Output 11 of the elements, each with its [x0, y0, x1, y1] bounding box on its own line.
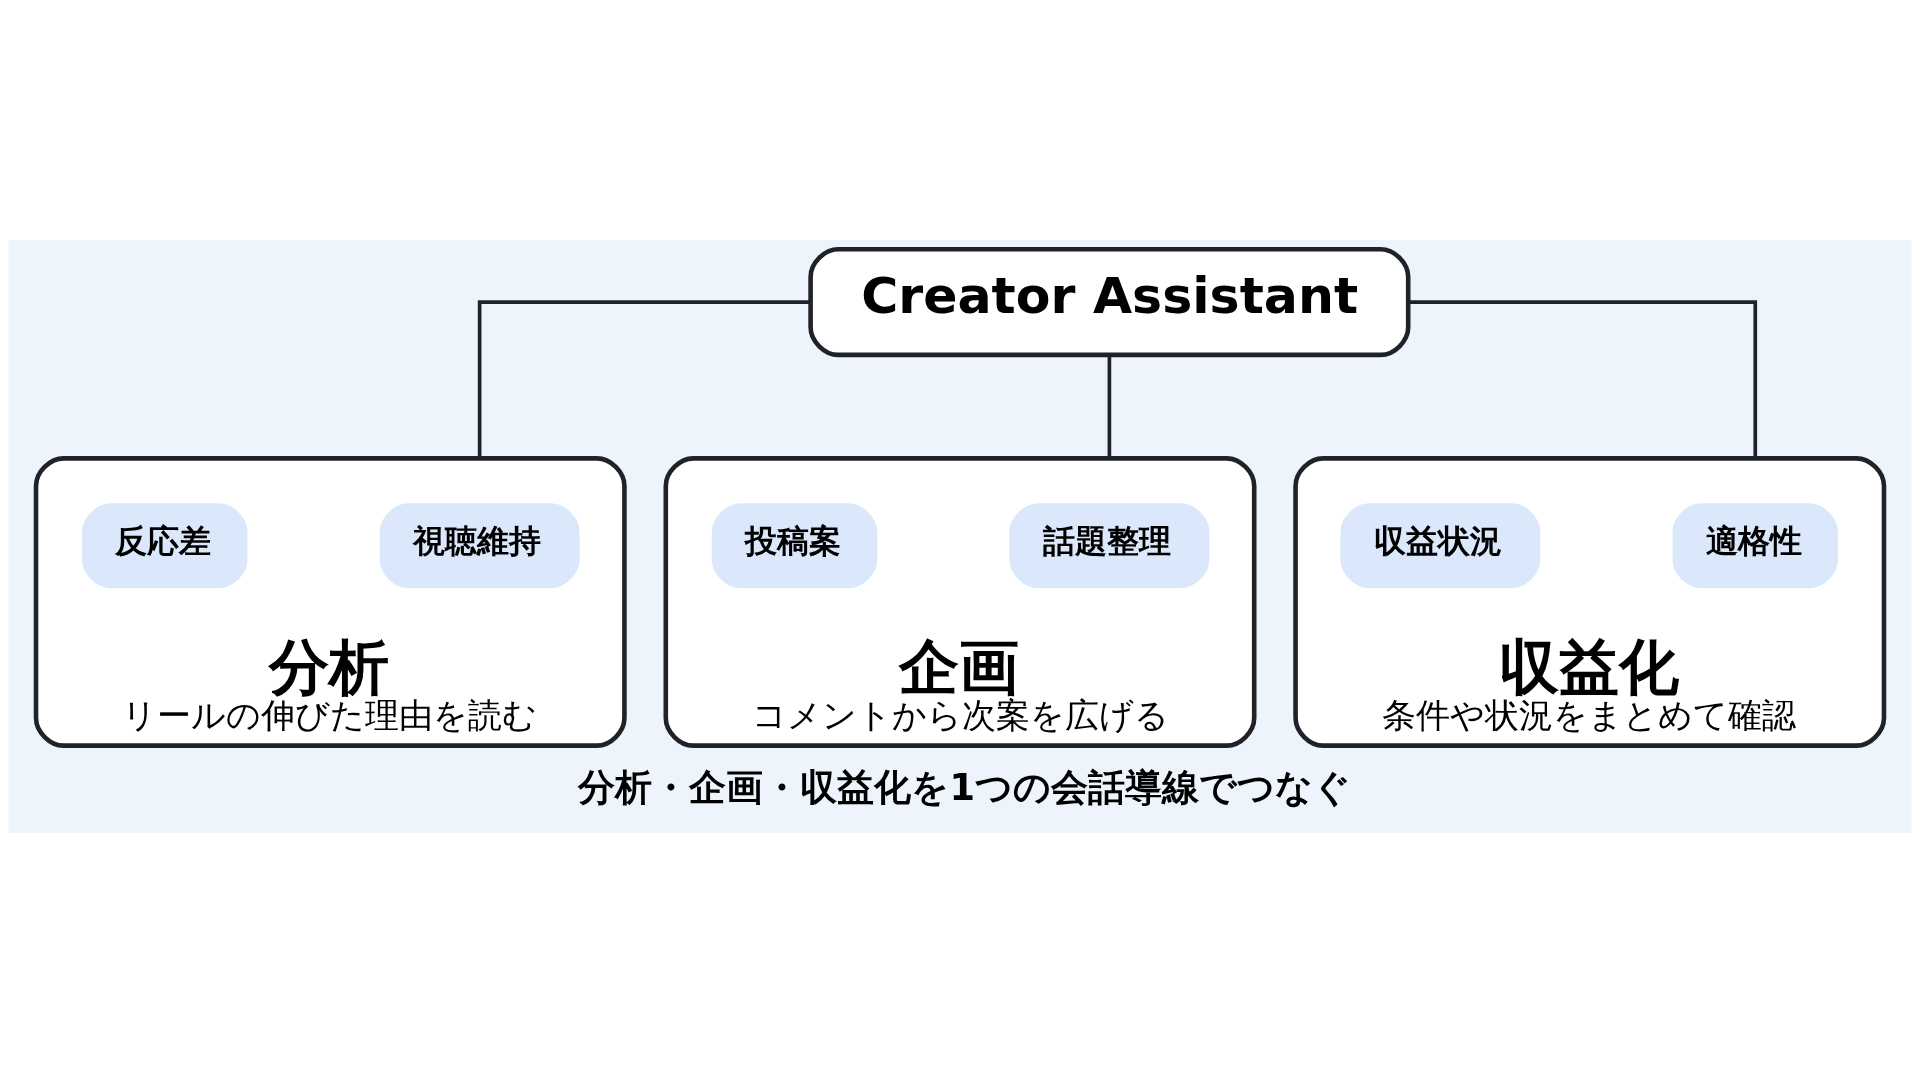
- node-box: 適格性: [1672, 502, 1838, 588]
- connector: [1107, 354, 1112, 458]
- node-box: 反応差: [82, 502, 248, 588]
- node-box: 話題整理: [1009, 502, 1210, 588]
- connector: [477, 299, 811, 458]
- node-box: 収益状況: [1340, 502, 1541, 588]
- connector: [1408, 299, 1758, 458]
- node-box: Creator Assistant: [808, 246, 1411, 357]
- node-box: 投稿案: [711, 502, 878, 588]
- node-box: 視聴維持: [379, 502, 580, 588]
- caption: 分析・企画・収益化を1つの会話導線でつなぐ: [578, 765, 1352, 809]
